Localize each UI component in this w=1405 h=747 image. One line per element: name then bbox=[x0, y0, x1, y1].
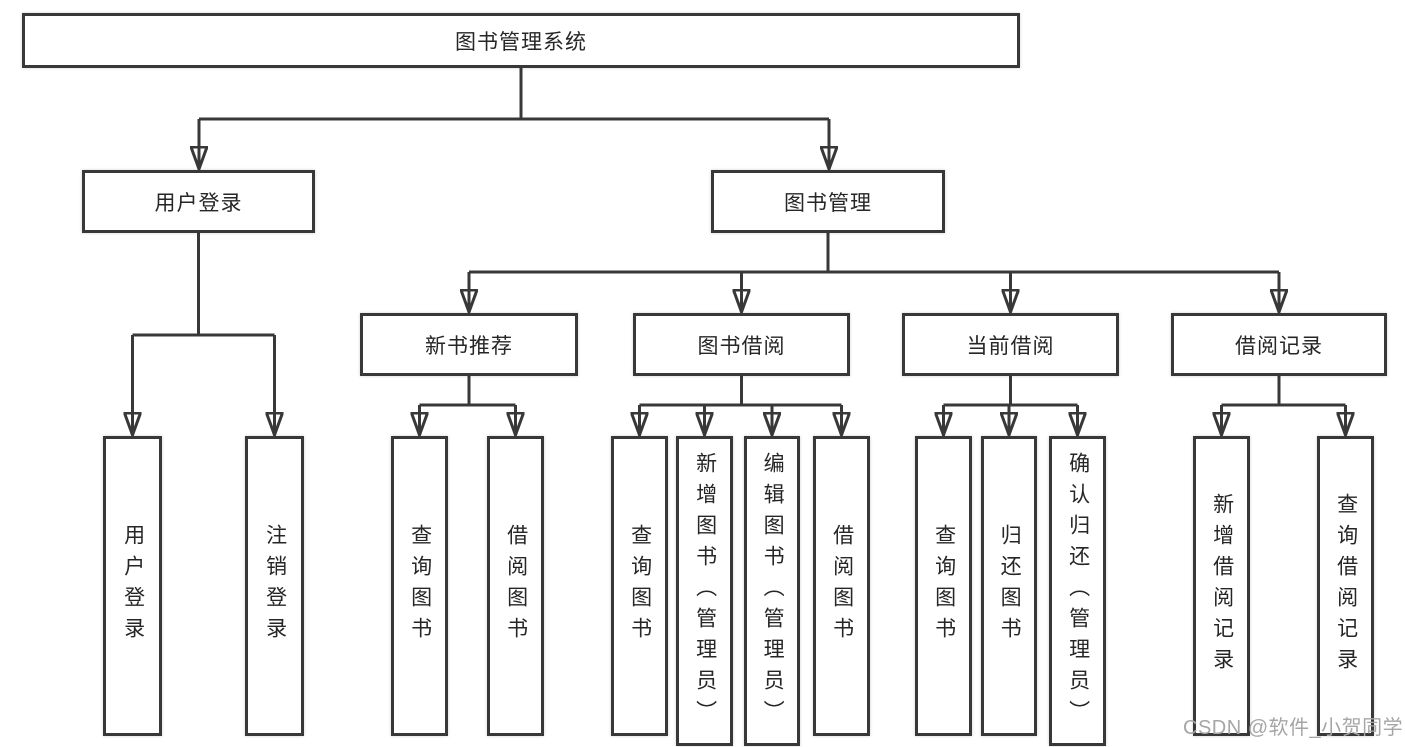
leaf-borrow-add-books-admin-label: 新增图书（管理员） bbox=[693, 451, 717, 731]
leaf-current-confirm-return-admin: 确认归还（管理员） bbox=[1049, 436, 1106, 746]
leaf-logout-label: 注销登录 bbox=[263, 524, 287, 648]
node-book-management-label: 图书管理 bbox=[784, 191, 872, 215]
node-borrow-records: 借阅记录 bbox=[1171, 313, 1387, 376]
node-current-borrow: 当前借阅 bbox=[902, 313, 1119, 376]
leaf-current-query-books-label: 查询图书 bbox=[932, 524, 956, 648]
leaf-logout: 注销登录 bbox=[245, 436, 304, 736]
node-user-login: 用户登录 bbox=[82, 170, 315, 233]
edge-book-borrow-trunk bbox=[639, 376, 842, 407]
leaf-newbooks-borrow-books: 借阅图书 bbox=[487, 436, 544, 736]
leaf-borrow-query-books-label: 查询图书 bbox=[628, 524, 652, 648]
leaf-current-query-books: 查询图书 bbox=[915, 436, 972, 736]
edge-user-login-trunk bbox=[132, 233, 275, 337]
node-root-label: 图书管理系统 bbox=[455, 30, 587, 54]
node-book-borrow-label: 图书借阅 bbox=[697, 334, 786, 358]
leaf-user-login-label: 用户登录 bbox=[121, 524, 145, 648]
edge-current-borrow-trunk bbox=[943, 376, 1078, 407]
node-new-book-recommend: 新书推荐 bbox=[360, 313, 578, 376]
node-user-login-label: 用户登录 bbox=[154, 191, 243, 215]
node-book-management: 图书管理 bbox=[711, 170, 945, 233]
edge-root-trunk bbox=[199, 68, 829, 121]
leaf-newbooks-query-books-label: 查询图书 bbox=[408, 524, 432, 648]
edge-book-mgmt-trunk bbox=[469, 233, 1279, 274]
leaf-current-confirm-return-admin-label: 确认归还（管理员） bbox=[1066, 451, 1090, 731]
leaf-borrow-edit-books-admin-label: 编辑图书（管理员） bbox=[761, 451, 785, 731]
node-current-borrow-label: 当前借阅 bbox=[966, 334, 1055, 358]
leaf-newbooks-borrow-books-label: 借阅图书 bbox=[504, 524, 528, 648]
leaf-borrow-add-books-admin: 新增图书（管理员） bbox=[676, 436, 733, 746]
node-new-book-recommend-label: 新书推荐 bbox=[425, 334, 513, 358]
node-root-system: 图书管理系统 bbox=[22, 13, 1020, 68]
edge-borrow-records-trunk bbox=[1221, 376, 1346, 407]
leaf-user-login: 用户登录 bbox=[103, 436, 162, 736]
node-book-borrow: 图书借阅 bbox=[633, 313, 850, 376]
csdn-watermark: CSDN @软件_小贺同学 bbox=[1183, 717, 1404, 739]
edge-new-books-trunk bbox=[419, 376, 516, 407]
leaf-current-return-books: 归还图书 bbox=[981, 436, 1037, 736]
leaf-records-add-record: 新增借阅记录 bbox=[1193, 436, 1250, 736]
leaf-records-query-record: 查询借阅记录 bbox=[1317, 436, 1374, 736]
leaf-current-return-books-label: 归还图书 bbox=[998, 524, 1022, 648]
leaf-borrow-edit-books-admin: 编辑图书（管理员） bbox=[744, 436, 800, 746]
leaf-records-add-record-label: 新增借阅记录 bbox=[1210, 493, 1234, 679]
leaf-records-query-record-label: 查询借阅记录 bbox=[1334, 493, 1358, 679]
leaf-borrow-query-books: 查询图书 bbox=[611, 436, 668, 736]
leaf-borrow-borrow-books: 借阅图书 bbox=[813, 436, 870, 736]
node-borrow-records-label: 借阅记录 bbox=[1235, 334, 1323, 358]
leaf-newbooks-query-books: 查询图书 bbox=[391, 436, 448, 736]
leaf-borrow-borrow-books-label: 借阅图书 bbox=[830, 524, 854, 648]
